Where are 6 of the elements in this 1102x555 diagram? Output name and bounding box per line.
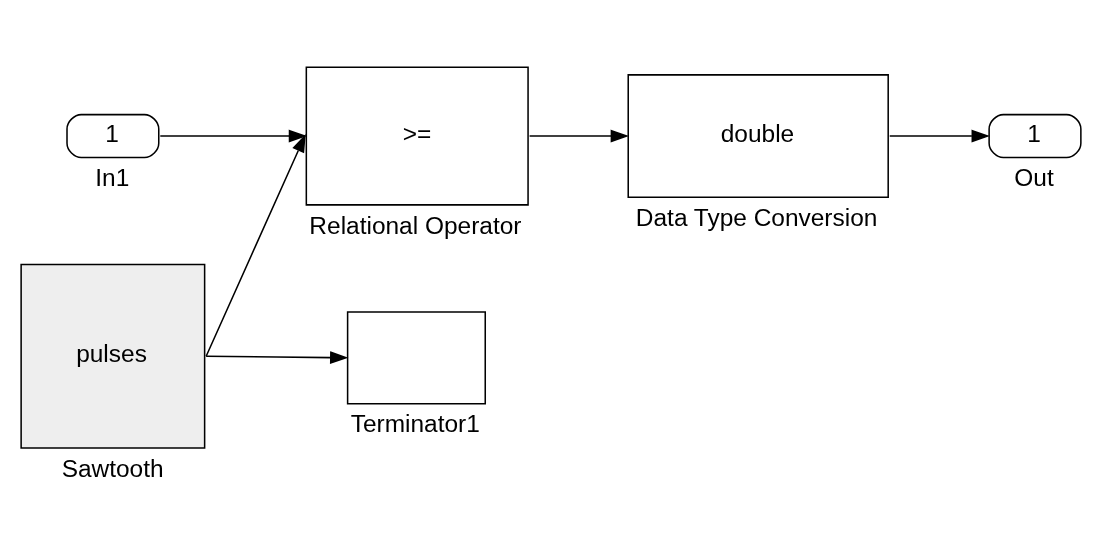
node-label: Out — [1014, 164, 1054, 192]
node-label: Terminator1 — [350, 410, 480, 438]
node-label: Sawtooth — [61, 454, 164, 482]
node-label: Relational Operator — [309, 211, 522, 239]
node-label: In1 — [95, 164, 130, 192]
node-label: Data Type Conversion — [635, 203, 878, 231]
